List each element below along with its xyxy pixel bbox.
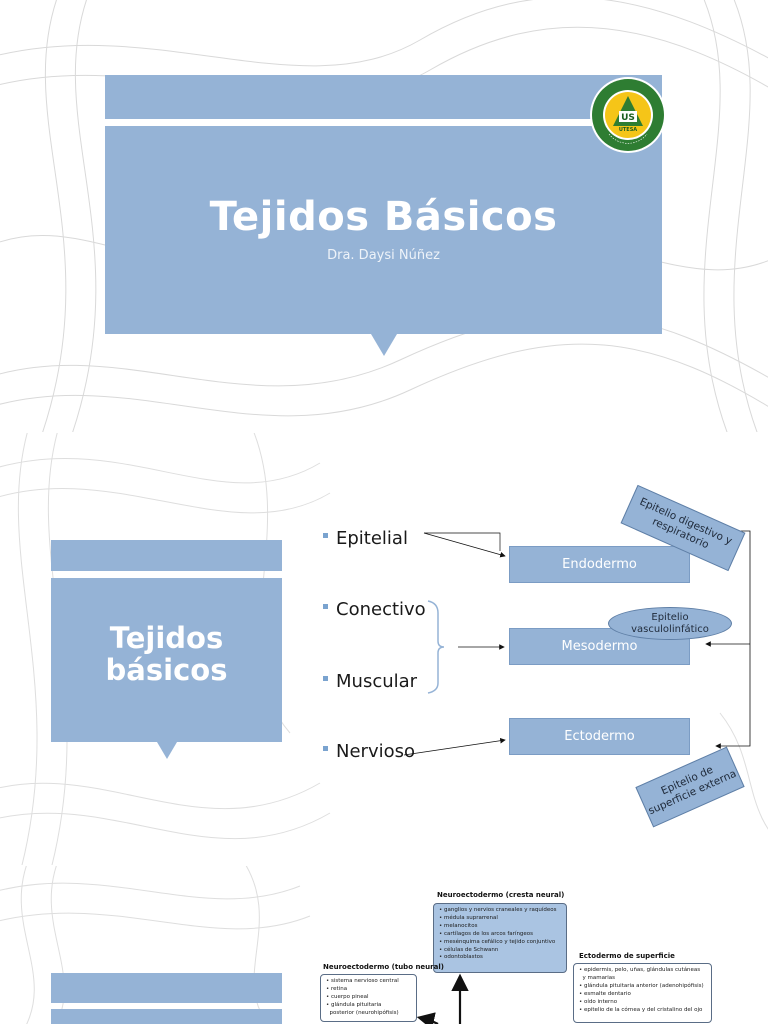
germ-layer-ectodermo: Ectodermo bbox=[509, 718, 690, 755]
surface-ectoderm-item: • epidermis, pelo, uñas, glándulas cután… bbox=[579, 967, 701, 973]
header-accent-band bbox=[51, 973, 282, 1003]
header-accent-band bbox=[105, 75, 662, 119]
header-accent-band bbox=[51, 540, 282, 571]
title-box: Tejidos básicos bbox=[51, 578, 282, 742]
bullet-marker bbox=[323, 604, 328, 609]
neural-crest-item: • odontoblastos bbox=[439, 954, 483, 961]
surface-ectoderm-item: • epitelio de la córnea y del cristalino… bbox=[579, 1006, 703, 1013]
title-line-1: Tejidos bbox=[109, 621, 224, 655]
logo-acronym: UTESA bbox=[619, 127, 637, 133]
neural-crest-box: • ganglios y nervios craneales y raquíde… bbox=[433, 903, 567, 973]
neural-tube-item: • cuerpo pineal bbox=[326, 993, 369, 1000]
neural-tube-item: • sistema nervioso central bbox=[326, 978, 399, 984]
neural-tube-item: • retina bbox=[326, 985, 348, 992]
neural-crest-item: • ganglios y nervios craneales y raquíde… bbox=[439, 907, 557, 913]
surface-ectoderm-title: Ectodermo de superficie bbox=[579, 952, 675, 960]
bullet-marker bbox=[323, 676, 328, 681]
background-swirl-pattern bbox=[0, 433, 768, 865]
slide-title: Tejidos Básicos Dra. Daysi Núñez US UTES… bbox=[0, 0, 768, 432]
neural-crest-item: • médula suprarrenal bbox=[439, 914, 498, 921]
neural-tube-item: posterior (neurohipófisis) bbox=[329, 1009, 399, 1016]
callout-line-1: Epitelio bbox=[651, 611, 689, 623]
bullet-marker bbox=[323, 746, 328, 751]
neural-crest-item: • mesénquima cefálico y tejido conjuntiv… bbox=[439, 938, 556, 945]
bullet-label: Nervioso bbox=[336, 741, 415, 762]
title-box-pointer bbox=[157, 742, 177, 759]
neural-crest-item: • cartílagos de los arcos faríngeos bbox=[439, 930, 534, 937]
slide-title-text: Tejidos Básicos bbox=[209, 194, 558, 240]
background-swirl-pattern bbox=[0, 866, 311, 1024]
title-line-2: básicos bbox=[105, 653, 228, 687]
bullet-muscular: Muscular bbox=[323, 671, 417, 692]
slide-tissues-overview: Tejidos básicos Epitelial Conectivo Musc… bbox=[0, 433, 768, 865]
slide-title-text: Tejidos básicos bbox=[51, 622, 282, 686]
surface-ectoderm-item: • esmalte dentario bbox=[579, 990, 631, 997]
title-box bbox=[51, 1009, 282, 1024]
surface-ectoderm-item: y mamarias bbox=[582, 974, 615, 981]
germ-layer-endodermo: Endodermo bbox=[509, 546, 690, 583]
callout-line-2: vasculolinfático bbox=[631, 623, 709, 635]
surface-ectoderm-box: • epidermis, pelo, uñas, glándulas cután… bbox=[573, 963, 712, 1023]
bullet-epitelial: Epitelial bbox=[323, 528, 408, 549]
bullet-nervioso: Nervioso bbox=[323, 741, 415, 762]
neural-tube-title: Neuroectodermo (tubo neural) bbox=[323, 963, 444, 971]
utesa-logo-icon: US UTESA bbox=[590, 77, 666, 153]
bullet-label: Muscular bbox=[336, 671, 418, 692]
neural-crest-item: • células de Schwann bbox=[439, 946, 499, 953]
slide-ectoderm-derivatives: Neuroectodermo (cresta neural) • ganglio… bbox=[0, 866, 768, 1024]
callout-epitelio-vasculolinfatico: Epitelio vasculolinfático bbox=[608, 607, 732, 640]
bullet-label: Epitelial bbox=[336, 528, 408, 549]
logo-monogram: US bbox=[621, 113, 635, 123]
bullet-conectivo: Conectivo bbox=[323, 599, 426, 620]
neural-crest-item: • melanocitos bbox=[439, 922, 478, 929]
surface-ectoderm-item: • glándula pituitaria anterior (adenohip… bbox=[579, 982, 704, 989]
neural-tube-box: • sistema nervioso central • retina • cu… bbox=[320, 974, 417, 1022]
bullet-label: Conectivo bbox=[336, 599, 426, 620]
title-box: Tejidos Básicos Dra. Daysi Núñez bbox=[105, 126, 662, 334]
slide-subtitle-text: Dra. Daysi Núñez bbox=[327, 248, 440, 263]
bullet-marker bbox=[323, 533, 328, 538]
surface-ectoderm-item: • oído interno bbox=[579, 998, 618, 1005]
neural-tube-item: • glándula pituitaria bbox=[326, 1001, 382, 1008]
title-box-pointer bbox=[371, 334, 397, 356]
neural-crest-title: Neuroectodermo (cresta neural) bbox=[437, 891, 565, 899]
